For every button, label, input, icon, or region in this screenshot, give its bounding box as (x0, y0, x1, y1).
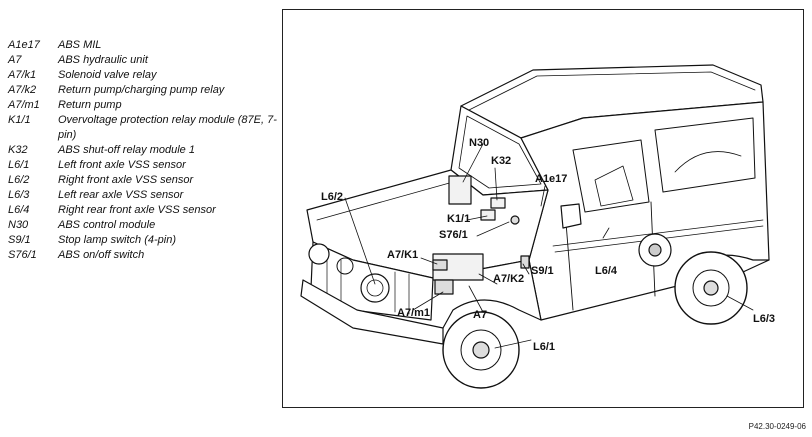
callout-l6-2: L6/2 (321, 191, 343, 203)
legend-description: ABS hydraulic unit (58, 54, 148, 66)
abs-control-module-part (448, 175, 472, 205)
legend-item: L6/3 Left rear axle VSS sensor (8, 188, 278, 203)
callout-l6-1: L6/1 (533, 341, 555, 353)
legend-code: N30 (8, 219, 29, 231)
legend-description: ABS control module (58, 219, 156, 231)
callout-l6-4: L6/4 (595, 265, 618, 277)
legend-item: A7/k1 Solenoid valve relay (8, 68, 278, 83)
side-mirror (560, 203, 582, 229)
legend-code: K1/1 (8, 114, 31, 126)
headlight-left (308, 243, 330, 265)
overvoltage-relay-part (480, 209, 496, 221)
star-emblem (336, 257, 354, 275)
rear-wheel-rim (692, 269, 730, 307)
roof-line (468, 71, 756, 111)
legend-code: S9/1 (8, 234, 31, 246)
callout-a1e17: A1e17 (535, 173, 567, 185)
legend-description: Left rear axle VSS sensor (58, 189, 184, 201)
legend-code: A7/m1 (8, 99, 40, 111)
relay-module-part (490, 197, 506, 209)
grille-slats (326, 253, 410, 315)
switch-part (510, 215, 520, 225)
legend-item: A7 ABS hydraulic unit (8, 53, 278, 68)
callout-k32: K32 (491, 155, 511, 167)
headlight-right (360, 273, 390, 303)
legend-item: L6/2 Right front axle VSS sensor (8, 173, 278, 188)
legend-item: N30 ABS control module (8, 218, 278, 233)
vehicle-diagram: N30 K32 A1e17 L6/2 K1/1 S76/1 A7/K1 S9/1… (300, 64, 775, 389)
headlight-right-inner (366, 279, 384, 297)
callout-s76-1: S76/1 (439, 229, 468, 241)
legend-item: S9/1 Stop lamp switch (4-pin) (8, 233, 278, 248)
legend-description: ABS MIL (58, 39, 102, 51)
legend-item: A7/k2 Return pump/charging pump relay (8, 83, 278, 98)
legend-item: A1e17 ABS MIL (8, 38, 278, 53)
legend-code: A7/k2 (8, 84, 37, 96)
legend-description: ABS on/off switch (58, 249, 145, 261)
legend-code: L6/1 (8, 159, 30, 171)
rear-window (654, 117, 756, 193)
legend-code: L6/2 (8, 174, 30, 186)
legend-code: A7/k1 (8, 69, 37, 81)
legend-item: K1/1 Overvoltage protection relay module … (8, 113, 278, 143)
legend-description: Stop lamp switch (4-pin) (58, 234, 176, 246)
legend-code: S76/1 (8, 249, 37, 261)
callout-s9-1: S9/1 (531, 265, 554, 277)
legend-description: Right rear front axle VSS sensor (58, 204, 216, 216)
windshield-inner (458, 115, 542, 189)
callout-k1-1: K1/1 (447, 213, 470, 225)
legend-code: A1e17 (8, 39, 40, 51)
legend-item: L6/4 Right rear front axle VSS sensor (8, 203, 278, 218)
front-wheel-rim (460, 329, 502, 371)
seat (594, 165, 634, 207)
vehicle-diagram-frame: N30 K32 A1e17 L6/2 K1/1 S76/1 A7/K1 S9/1… (282, 9, 804, 408)
front-wheel-hub (472, 341, 490, 359)
legend-description: Solenoid valve relay (58, 69, 157, 81)
rollbar (674, 151, 742, 173)
callout-a7-k1: A7/K1 (387, 249, 418, 261)
callout-a7-m1: A7/m1 (397, 307, 430, 319)
legend-description: Overvoltage protection relay module (87E… (58, 114, 277, 141)
callout-a7-k2: A7/K2 (493, 273, 524, 285)
callout-a7: A7 (473, 309, 487, 321)
return-pump-part (434, 279, 454, 295)
solenoid-relay-part (432, 259, 448, 271)
legend-code: L6/3 (8, 189, 30, 201)
legend-item: S76/1 ABS on/off switch (8, 248, 278, 263)
legend-description: ABS shut-off relay module 1 (58, 144, 195, 156)
callout-l6-3: L6/3 (753, 313, 775, 325)
legend-item: K32 ABS shut-off relay module 1 (8, 143, 278, 158)
callout-n30: N30 (469, 137, 489, 149)
door-window (572, 139, 650, 213)
legend-item: A7/m1 Return pump (8, 98, 278, 113)
spare-wheel-hub (648, 243, 662, 257)
rear-wheel-hub (703, 280, 719, 296)
legend-item: L6/1 Left front axle VSS sensor (8, 158, 278, 173)
legend-description: Return pump/charging pump relay (58, 84, 225, 96)
legend-code: L6/4 (8, 204, 30, 216)
leader-lines (344, 143, 754, 349)
legend-description: Left front axle VSS sensor (58, 159, 186, 171)
legend-code: K32 (8, 144, 28, 156)
figure-id: P42.30-0249-06 (748, 422, 806, 431)
stop-lamp-switch-part (520, 255, 530, 269)
legend-description: Return pump (58, 99, 122, 111)
legend-code: A7 (8, 54, 22, 66)
hood-ridge (316, 181, 454, 221)
legend-description: Right front axle VSS sensor (58, 174, 194, 186)
